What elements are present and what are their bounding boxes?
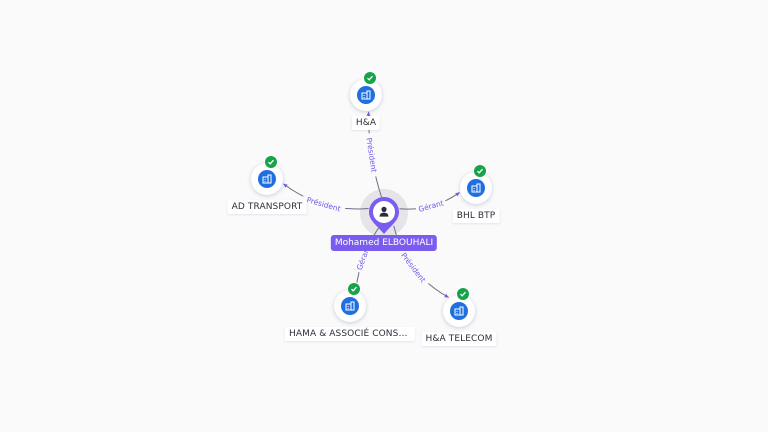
company-name-label[interactable]: H&A: [351, 116, 381, 130]
person-icon: [379, 206, 389, 217]
person-name-label[interactable]: Mohamed ELBOUHALI: [330, 235, 438, 251]
company-name-label[interactable]: AD TRANSPORT: [227, 200, 307, 214]
relationship-role-label-bg: [396, 247, 431, 288]
building-icon: [467, 179, 485, 197]
relationship-role-label-bg: [363, 132, 380, 178]
verified-check-icon: [364, 72, 376, 84]
building-icon: [357, 86, 375, 104]
relationship-role-label-bg: [415, 197, 447, 215]
building-icon: [341, 297, 359, 315]
company-node-circle[interactable]: [251, 156, 283, 195]
verified-check-icon: [474, 165, 486, 177]
building-icon: [258, 170, 276, 188]
relationship-role-label: Gérant: [417, 198, 444, 213]
building-icon: [450, 302, 468, 320]
company-node-circle[interactable]: [443, 288, 475, 327]
company-name-label[interactable]: HAMA & ASSOCIÉ CONST...: [285, 327, 415, 341]
edge-arrow-icon: [283, 183, 288, 188]
company-node-circle[interactable]: [460, 165, 492, 204]
person-pin[interactable]: [368, 196, 400, 240]
relationship-role-label: Président: [306, 195, 342, 213]
verified-check-icon: [457, 288, 469, 300]
edge-arrow-icon: [366, 111, 371, 116]
company-name-label[interactable]: BHL BTP: [452, 209, 500, 223]
company-node-circle[interactable]: [334, 283, 366, 322]
verified-check-icon: [348, 283, 360, 295]
edge-arrow-icon: [455, 192, 460, 197]
edge-arrow-icon: [444, 293, 449, 298]
relationship-role-label: Président: [399, 251, 427, 284]
company-name-label[interactable]: H&A TELECOM: [421, 332, 497, 346]
verified-check-icon: [265, 156, 277, 168]
company-node-circle[interactable]: [350, 72, 382, 111]
relationship-role-label-bg: [301, 193, 346, 216]
